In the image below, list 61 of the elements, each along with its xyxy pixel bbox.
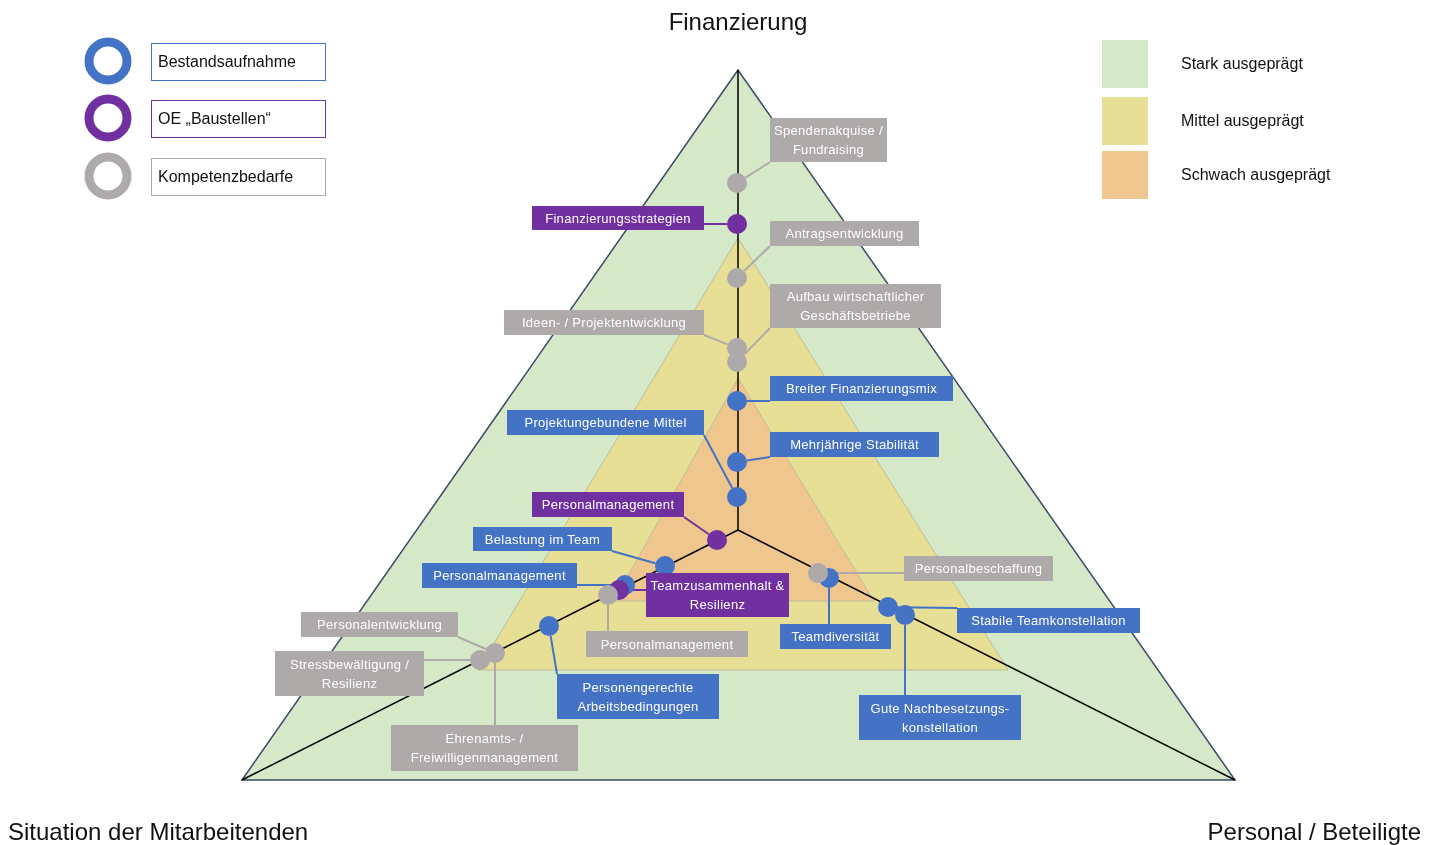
leader-line [494,662,496,726]
axis-title: Personal / Beteiligte [1207,818,1421,845]
marker-dot [878,597,898,617]
callout-box: Personalmanagement [532,492,684,517]
callout-box: Teamzusammenhalt & Resilienz [646,573,789,617]
legend-label: OE „Baustellen“ [151,100,326,138]
marker-dot [808,563,828,583]
leader-line [611,550,657,565]
legend-label: Schwach ausgeprägt [1181,166,1331,184]
callout-box: Stressbewältigung / Resilienz [275,651,424,696]
marker-dot [727,352,747,372]
legend-label: Kompetenzbedarfe [151,158,326,196]
marker-dot [727,487,747,507]
callout-box: Ideen- / Projektentwicklung [504,310,704,335]
legend-label: Stark ausgeprägt [1181,55,1303,73]
leader-line [703,334,729,346]
marker-dot [598,585,618,605]
callout-box: Finanzierungsstrategien [532,206,704,230]
callout-box: Personalbeschaffung [904,556,1053,581]
leader-line [549,634,558,675]
marker-dot [895,605,915,625]
marker-dot [727,173,747,193]
callout-box: Aufbau wirtschaftlicher Geschäftsbetriebe [770,284,941,328]
leader-line [703,223,728,225]
callout-box: Belastung im Team [473,527,612,551]
callout-box: Spendenakquise / Fundraising [770,118,887,162]
callout-box: Teamdiversität [780,624,891,649]
callout-box: Personalmanagement [586,631,748,657]
marker-dot [727,452,747,472]
leader-line [828,587,830,625]
leader-line [744,161,771,179]
axis-title: Finanzierung [668,8,808,36]
callout-box: Breiter Finanzierungsmix [770,376,953,401]
legend-label: Mittel ausgeprägt [1181,112,1304,130]
legend-label: Bestandsaufnahme [151,43,326,81]
callout-box: Ehrenamts- / Freiwilligenmanagement [391,725,578,771]
callout-box: Personalentwicklung [301,612,458,637]
leader-line [703,434,734,490]
leader-line [904,624,906,696]
callout-box: Gute Nachbesetzungs- konstellation [859,695,1021,740]
marker-dot [470,650,490,670]
marker-dot [485,643,505,663]
leader-line [745,456,771,462]
leader-line [743,245,771,273]
marker-dot [727,268,747,288]
leader-line [683,516,710,536]
callout-box: Mehrjährige Stabilität [770,432,939,457]
marker-dot [727,214,747,234]
callout-box: Personalmanagement [422,563,577,588]
marker-dot [727,391,747,411]
marker-dot [707,530,727,550]
callout-box: Antragsentwicklung [770,221,919,246]
leader-line [423,659,471,661]
callout-box: Projektungebundene Mittel [507,410,704,435]
leader-line [746,400,771,402]
leader-line [457,636,487,651]
marker-dot [539,616,559,636]
leader-line [607,604,609,632]
callout-box: Personengerechte Arbeitsbedingungen [557,674,719,719]
callout-box: Stabile Teamkonstellation [957,608,1140,633]
axis-title: Situation der Mitarbeitenden [8,818,309,845]
